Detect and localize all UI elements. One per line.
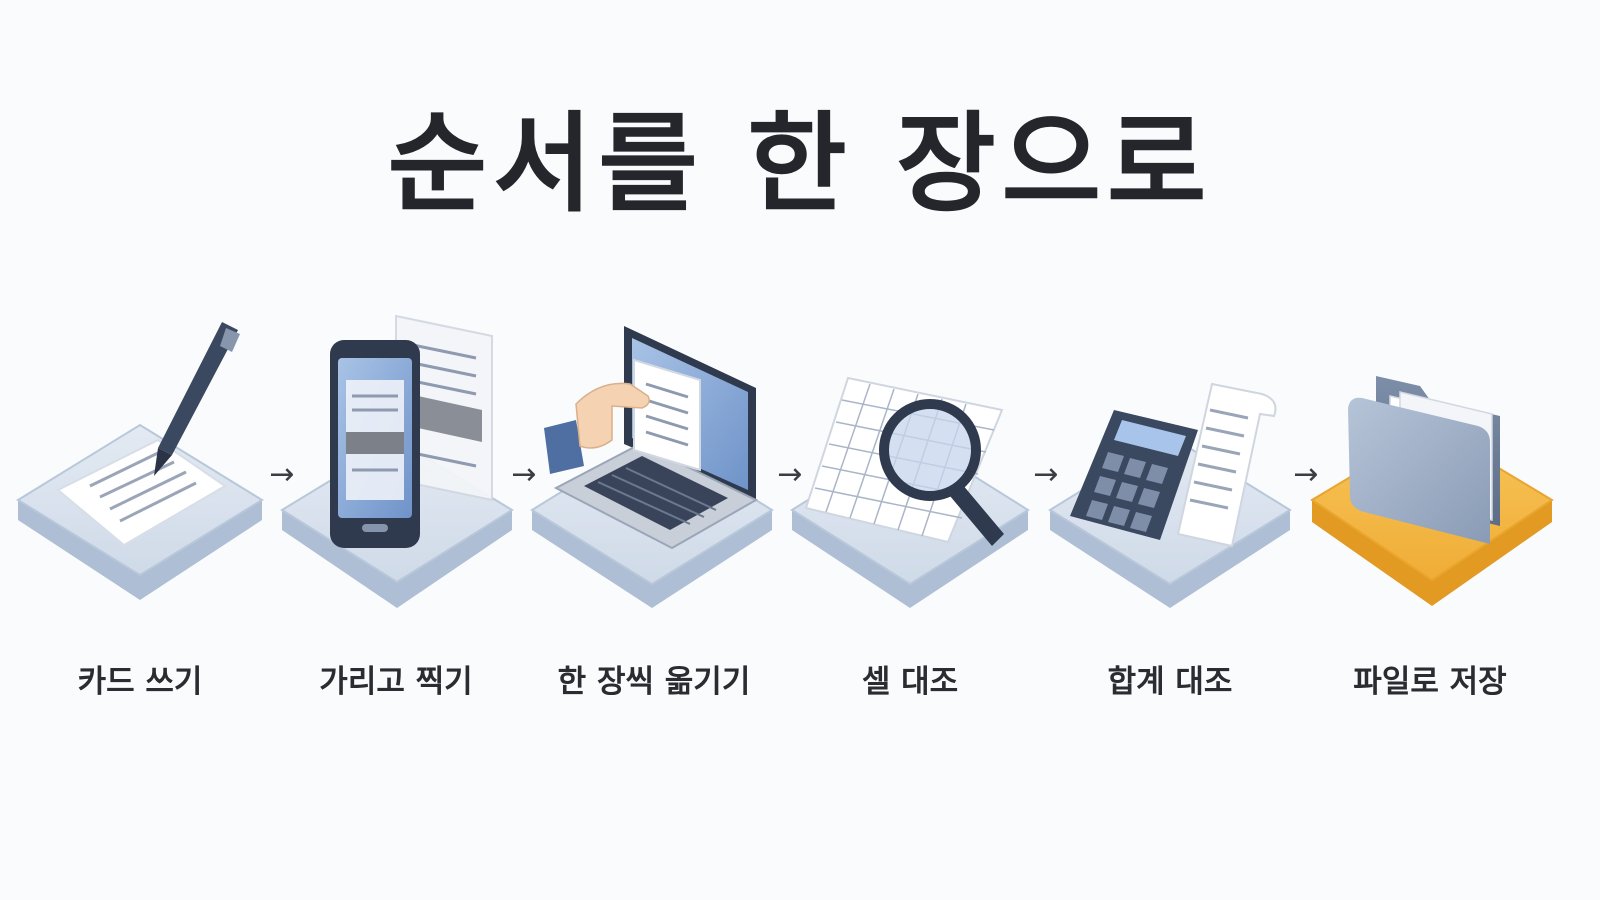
step-1-illustration	[16, 322, 264, 600]
step-4-illustration	[790, 376, 1030, 608]
arrow-icon-4: →	[1033, 457, 1058, 492]
step-2-illustration	[280, 314, 514, 608]
page-title: 순서를 한 장으로	[387, 102, 1213, 227]
receipt-icon	[1176, 382, 1277, 548]
folder-icon	[1348, 376, 1500, 544]
step-label-5: 합계 대조	[1107, 664, 1233, 700]
step-6-illustration	[1310, 376, 1554, 606]
smartphone-icon	[330, 340, 420, 548]
step-3-illustration	[530, 326, 774, 608]
arrow-icon-3: →	[777, 457, 802, 492]
note-card-icon	[56, 438, 227, 547]
magnifier-icon	[879, 399, 1004, 546]
step-label-3: 한 장씩 옮기기	[557, 664, 751, 700]
arrow-icon-2: →	[511, 457, 536, 492]
step-label-2: 가리고 찍기	[319, 664, 473, 700]
step-label-1: 카드 쓰기	[77, 664, 203, 700]
pen-icon	[154, 322, 240, 476]
hand-icon	[544, 382, 650, 474]
arrow-icon-5: →	[1293, 457, 1318, 492]
step-label-4: 셀 대조	[861, 664, 959, 700]
calculator-icon	[1070, 410, 1198, 540]
step-5-illustration	[1048, 382, 1292, 608]
paper-sheet-icon	[633, 358, 701, 472]
step-label-6: 파일로 저장	[1353, 664, 1507, 700]
arrow-icon-1: →	[269, 457, 294, 492]
